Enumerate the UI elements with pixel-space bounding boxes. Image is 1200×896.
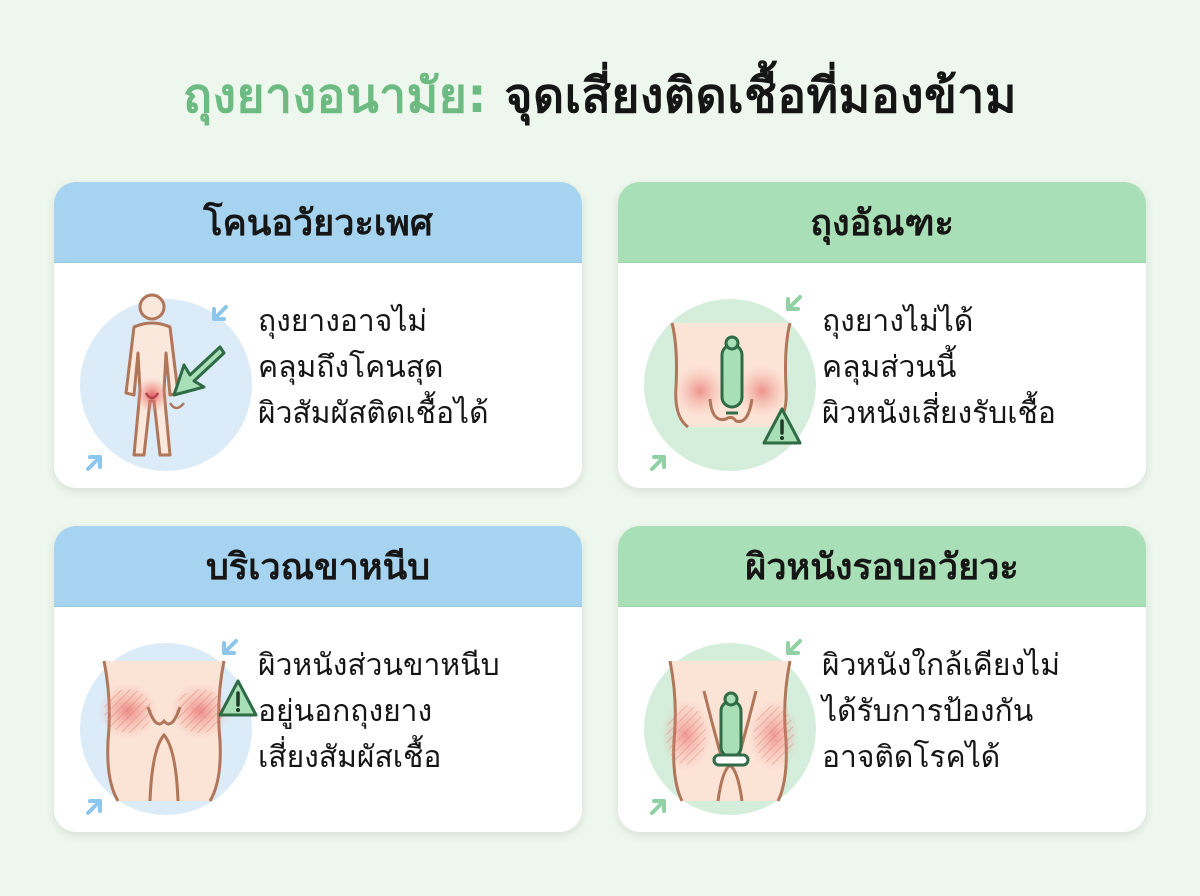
- card-line: ผิวหนังเสี่ยงรับเชื้อ: [822, 396, 1056, 431]
- condom-warning-icon: [644, 295, 816, 471]
- groin-warning-icon: [80, 639, 258, 815]
- card-line: คลุมส่วนนี้: [822, 350, 957, 385]
- card-line: ได้รับการป้องกัน: [822, 694, 1034, 729]
- card-heading: ถุงอัณฑะ: [618, 182, 1146, 263]
- card-line: อยู่นอกถุงยาง: [258, 694, 433, 729]
- card-heading: ผิวหนังรอบอวัยวะ: [618, 526, 1146, 607]
- card-heading: บริเวณขาหนีบ: [54, 526, 582, 607]
- card-line: ผิวหนังใกล้เคียงไม่: [822, 648, 1060, 683]
- card-heading: โคนอวัยวะเพศ: [54, 182, 582, 263]
- condom-skin-icon: [644, 639, 816, 815]
- card-groin: บริเวณขาหนีบ: [54, 526, 582, 832]
- card-line: ถุงยางอาจไม่: [258, 304, 428, 339]
- card-line: เสี่ยงสัมผัสเชื้อ: [258, 740, 442, 775]
- card-scrotum: ถุงอัณฑะ ถุงยางไม่ได้: [618, 182, 1146, 488]
- card-line: ถุงยางไม่ได้: [822, 304, 974, 339]
- card-surrounding-skin: ผิวหนังรอบอวัยวะ: [618, 526, 1146, 832]
- page-title-accent: ถุงยางอนามัย:: [183, 68, 488, 124]
- card-line: อาจติดโรคได้: [822, 740, 1001, 775]
- card-base-of-penis: โคนอวัยวะเพศ ถุงยางอาจไม่ คลุมถึงโค: [54, 182, 582, 488]
- card-line: คลุมถึงโคนสุด: [258, 350, 444, 385]
- page-title: ถุงยางอนามัย: จุดเสี่ยงติดเชื้อที่มองข้า…: [0, 58, 1200, 134]
- card-line: ผิวหนังส่วนขาหนีบ: [258, 648, 500, 683]
- body-figure-icon: [80, 293, 252, 471]
- page-title-main: จุดเสี่ยงติดเชื้อที่มองข้าม: [504, 68, 1017, 124]
- card-line: ผิวสัมผัสติดเชื้อได้: [258, 396, 489, 431]
